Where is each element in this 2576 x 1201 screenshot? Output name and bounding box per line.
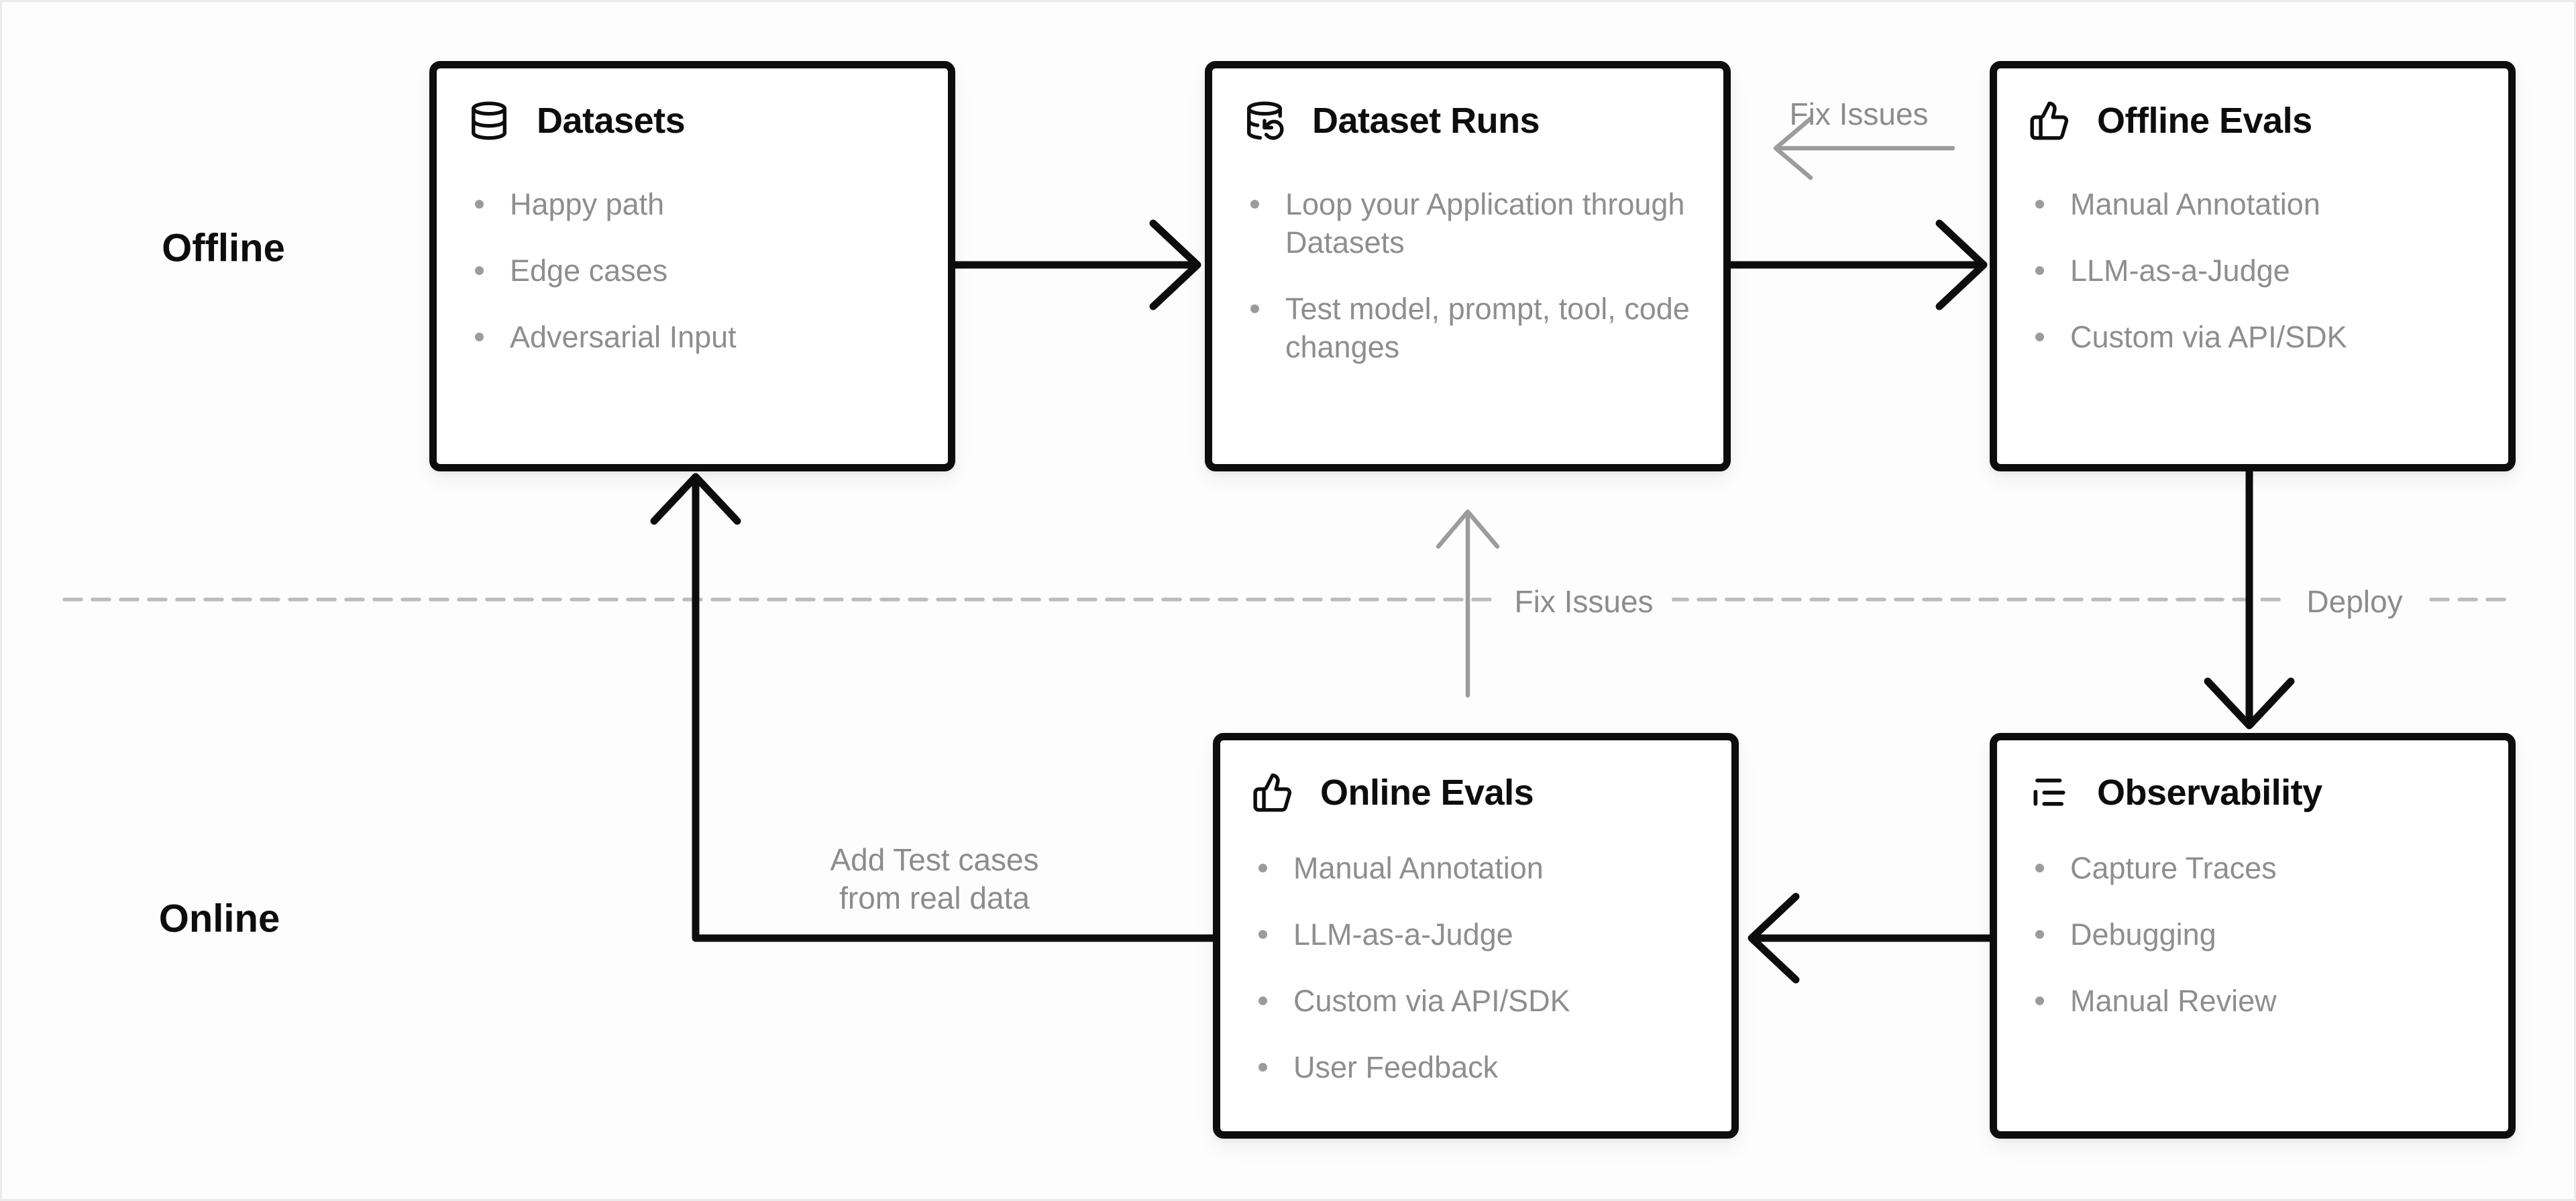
observability-box-header: Observability — [2029, 771, 2477, 814]
list-item: Debugging — [2029, 915, 2477, 954]
offline-evals-box: Offline Evals Manual Annotation LLM-as-a… — [1990, 61, 2516, 471]
list-item: Manual Review — [2029, 982, 2477, 1020]
offline-evals-box-title: Offline Evals — [2097, 101, 2312, 141]
online-evals-box-title: Online Evals — [1320, 773, 1534, 813]
list-item: LLM-as-a-Judge — [2029, 251, 2477, 290]
fix-issues-top-arrow — [1773, 116, 1955, 180]
lane-label-offline: Offline — [162, 226, 285, 270]
list-item: Adversarial Input — [468, 318, 916, 356]
deploy-label: Deploy — [2288, 583, 2422, 620]
fix-issues-middle-label: Fix Issues — [1495, 583, 1672, 620]
datasets-item-list: Happy path Edge cases Adversarial Input — [468, 185, 916, 356]
deploy-arrow — [2204, 467, 2295, 730]
thumbs-up-icon — [2030, 101, 2069, 140]
list-item: Manual Annotation — [1252, 849, 1700, 887]
observability-box: Observability Capture Traces Debugging M… — [1990, 733, 2516, 1139]
list-item: Edge cases — [468, 251, 916, 290]
datasets-to-dataset-runs-arrow — [951, 219, 1201, 310]
list-item: User Feedback — [1252, 1048, 1700, 1086]
dataset-runs-box: Dataset Runs Loop your Application throu… — [1205, 61, 1731, 471]
online-evals-item-list: Manual Annotation LLM-as-a-Judge Custom … — [1252, 849, 1700, 1086]
list-item: Loop your Application through Datasets — [1244, 185, 1692, 262]
list-tree-icon — [2033, 779, 2065, 806]
fix-issues-top-label: Fix Issues — [1789, 97, 1929, 131]
online-evals-box: Online Evals Manual Annotation LLM-as-a-… — [1213, 733, 1739, 1139]
dataset-runs-box-header: Dataset Runs — [1244, 99, 1692, 142]
list-item: Happy path — [468, 185, 916, 223]
dataset-runs-item-list: Loop your Application through Datasets T… — [1244, 185, 1692, 366]
dataset-runs-icon — [1247, 101, 1284, 140]
database-icon — [472, 101, 506, 140]
observability-box-title: Observability — [2097, 773, 2322, 813]
add-test-cases-line1: Add Test cases — [830, 842, 1039, 877]
list-item: Custom via API/SDK — [2029, 318, 2477, 356]
online-evals-to-datasets-arrow — [650, 473, 1217, 942]
offline-evals-box-header: Offline Evals — [2029, 99, 2477, 142]
datasets-box: Datasets Happy path Edge cases Adversari… — [429, 61, 955, 471]
online-evals-box-header: Online Evals — [1252, 771, 1700, 814]
dataset-runs-box-title: Dataset Runs — [1312, 101, 1540, 141]
add-test-cases-line2: from real data — [839, 880, 1030, 915]
offline-evals-item-list: Manual Annotation LLM-as-a-Judge Custom … — [2029, 185, 2477, 356]
list-item: LLM-as-a-Judge — [1252, 915, 1700, 954]
fix-issues-middle-arrow — [1436, 509, 1500, 698]
datasets-box-title: Datasets — [537, 101, 686, 141]
list-item: Custom via API/SDK — [1252, 982, 1700, 1020]
dataset-runs-to-offline-evals-arrow — [1727, 219, 1988, 310]
observability-item-list: Capture Traces Debugging Manual Review — [2029, 849, 2477, 1020]
list-item: Manual Annotation — [2029, 185, 2477, 223]
list-item: Capture Traces — [2029, 849, 2477, 887]
observability-to-online-evals-arrow — [1748, 893, 1994, 984]
add-test-cases-label: Add Test cases from real data — [830, 841, 1038, 917]
list-item: Test model, prompt, tool, code changes — [1244, 290, 1692, 366]
datasets-box-header: Datasets — [468, 99, 916, 142]
lane-label-online: Online — [158, 897, 280, 941]
thumbs-up-icon — [1253, 773, 1292, 812]
